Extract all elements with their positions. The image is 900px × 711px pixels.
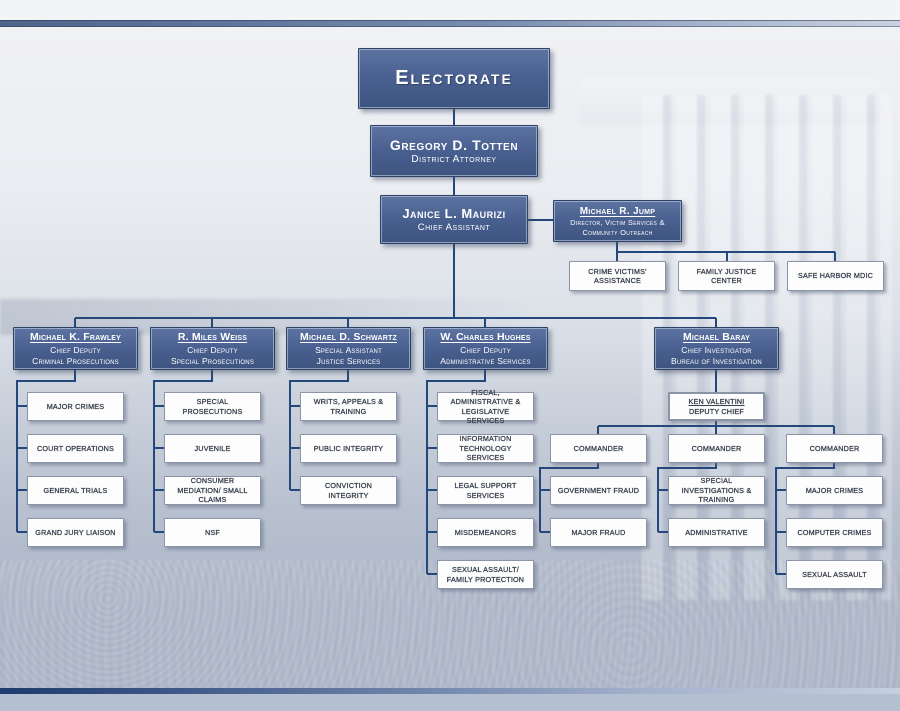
unit-label: SPECIAL PROSECUTIONS (182, 397, 243, 416)
unit-label: COMPUTER CRIMES (797, 527, 872, 537)
unit-label: PUBLIC INTEGRITY (313, 443, 384, 453)
unit-fiscal-administrative-legislative: FISCAL, ADMINISTRATIVE & LEGISLATIVE SER… (437, 388, 534, 425)
unit-major-fraud: MAJOR FRAUD (550, 518, 647, 547)
unit-label: GOVERNMENT FRAUD (557, 485, 640, 495)
department-division: Special Prosecutions (170, 355, 255, 366)
unit-label: MAJOR FRAUD (571, 527, 626, 537)
unit-public-integrity: PUBLIC INTEGRITY (300, 434, 397, 463)
unit-special-prosecutions: SPECIAL PROSECUTIONS (164, 392, 261, 421)
unit-label: GENERAL TRIALS (43, 485, 108, 495)
node-victim-services-director: Michael R. Jump Director, Victim Service… (553, 200, 682, 242)
unit-label: INFORMATION TECHNOLOGY SERVICES (459, 434, 512, 463)
unit-government-fraud: GOVERNMENT FRAUD (550, 476, 647, 505)
unit-conviction-integrity: CONVICTION INTEGRITY (300, 476, 397, 505)
unit-label: ADMINISTRATIVE (685, 527, 748, 537)
node-chief-deputy-administrative-services: W. Charles Hughes Chief Deputy Administr… (423, 327, 548, 370)
unit-label: LEGAL SUPPORT SERVICES (454, 481, 517, 500)
node-chief-assistant: Janice L. Maurizi Chief Assistant (380, 195, 528, 244)
unit-label: FAMILY JUSTICE CENTER (696, 266, 757, 285)
department-head-name: R. Miles Weiss (177, 331, 248, 344)
unit-label: GRAND JURY LIAISON (35, 527, 116, 537)
unit-label: MAJOR CRIMES (805, 485, 864, 495)
bottom-accent-line (0, 688, 900, 694)
node-chief-deputy-criminal-prosecutions: Michael K. Frawley Chief Deputy Criminal… (13, 327, 138, 370)
unit-safe-harbor-mdic: SAFE HARBOR MDIC (787, 261, 884, 291)
unit-label: MAJOR CRIMES (46, 401, 105, 411)
unit-label: CRIME VICTIMS' ASSISTANCE (588, 266, 647, 285)
district-attorney-name: Gregory D. Totten (389, 136, 519, 153)
unit-information-technology-services: INFORMATION TECHNOLOGY SERVICES (437, 434, 534, 463)
department-division: Criminal Prosecutions (32, 355, 119, 366)
unit-sexual-assault-family-protection: SEXUAL ASSAULT/ FAMILY PROTECTION (437, 560, 534, 589)
department-head-title: Chief Deputy (187, 344, 238, 355)
commander-label: COMMANDER (809, 443, 860, 453)
unit-label: WRITS, APPEALS & TRAINING (313, 397, 384, 416)
victim-services-director-title: Director, Victim Services & Community Ou… (570, 218, 665, 237)
unit-label: JUVENILE (194, 443, 231, 453)
unit-misdemeanors: MISDEMEANORS (437, 518, 534, 547)
top-accent-bar (0, 20, 900, 27)
top-margin-strip (0, 0, 900, 20)
deputy-chief-title: DEPUTY CHIEF (689, 406, 744, 416)
unit-major-crimes: MAJOR CRIMES (27, 392, 124, 421)
unit-court-operations: COURT OPERATIONS (27, 434, 124, 463)
unit-label: MISDEMEANORS (454, 527, 517, 537)
node-deputy-chief: KEN VALENTINI DEPUTY CHIEF (668, 392, 765, 421)
node-electorate: Electorate (358, 48, 550, 109)
unit-label: COURT OPERATIONS (36, 443, 115, 453)
unit-writs-appeals-training: WRITS, APPEALS & TRAINING (300, 392, 397, 421)
department-division: Administrative Services (440, 355, 531, 366)
unit-sexual-assault: SEXUAL ASSAULT (786, 560, 883, 589)
department-head-title: Chief Investigator (681, 344, 752, 355)
department-head-name: Michael Baray (682, 331, 751, 344)
node-commander-1: COMMANDER (550, 434, 647, 463)
unit-special-investigations-training: SPECIAL INVESTIGATIONS & TRAINING (668, 476, 765, 505)
unit-legal-support-services: LEGAL SUPPORT SERVICES (437, 476, 534, 505)
department-division: Bureau of Investigation (671, 355, 762, 366)
department-head-title: Chief Deputy (460, 344, 511, 355)
unit-computer-crimes: COMPUTER CRIMES (786, 518, 883, 547)
unit-label: CONVICTION INTEGRITY (324, 481, 373, 500)
node-district-attorney: Gregory D. Totten District Attorney (370, 125, 538, 177)
unit-grand-jury-liaison: GRAND JURY LIAISON (27, 518, 124, 547)
unit-family-justice-center: FAMILY JUSTICE CENTER (678, 261, 775, 291)
unit-crime-victims-assistance: CRIME VICTIMS' ASSISTANCE (569, 261, 666, 291)
node-special-assistant-justice-services: Michael D. Schwartz Special Assistant Ju… (286, 327, 411, 370)
unit-label: FISCAL, ADMINISTRATIVE & LEGISLATIVE SER… (450, 387, 521, 425)
unit-label: SPECIAL INVESTIGATIONS & TRAINING (681, 476, 752, 505)
node-chief-investigator-bureau: Michael Baray Chief Investigator Bureau … (654, 327, 779, 370)
unit-label: SEXUAL ASSAULT/ FAMILY PROTECTION (446, 565, 525, 584)
victim-services-director-name: Michael R. Jump (579, 206, 656, 218)
unit-nsf: NSF (164, 518, 261, 547)
node-commander-3: COMMANDER (786, 434, 883, 463)
department-head-name: Michael D. Schwartz (300, 331, 397, 344)
unit-bureau-major-crimes: MAJOR CRIMES (786, 476, 883, 505)
chief-assistant-title: Chief Assistant (417, 222, 491, 234)
department-head-name: Michael K. Frawley (29, 331, 122, 344)
chief-assistant-name: Janice L. Maurizi (402, 205, 506, 221)
unit-label: SAFE HARBOR MDIC (797, 271, 874, 281)
unit-label: NSF (205, 527, 220, 537)
department-head-name: W. Charles Hughes (440, 331, 531, 344)
department-head-title: Special Assistant (315, 344, 382, 355)
department-division: Justice Services (316, 355, 381, 366)
unit-juvenile: JUVENILE (164, 434, 261, 463)
bottom-margin-strip (0, 694, 900, 711)
node-commander-2: COMMANDER (668, 434, 765, 463)
unit-label: SEXUAL ASSAULT (802, 569, 867, 579)
unit-label: CONSUMER MEDIATION/ SMALL CLAIMS (177, 476, 248, 505)
deputy-chief-name: KEN VALENTINI (688, 397, 745, 407)
department-head-title: Chief Deputy (50, 344, 101, 355)
electorate-title: Electorate (395, 67, 513, 89)
district-attorney-title: District Attorney (411, 153, 497, 165)
node-chief-deputy-special-prosecutions: R. Miles Weiss Chief Deputy Special Pros… (150, 327, 275, 370)
courthouse-pediment-photo (580, 78, 880, 124)
commander-label: COMMANDER (691, 443, 742, 453)
commander-label: COMMANDER (573, 443, 624, 453)
unit-administrative: ADMINISTRATIVE (668, 518, 765, 547)
unit-general-trials: GENERAL TRIALS (27, 476, 124, 505)
unit-consumer-mediation-small-claims: CONSUMER MEDIATION/ SMALL CLAIMS (164, 476, 261, 505)
